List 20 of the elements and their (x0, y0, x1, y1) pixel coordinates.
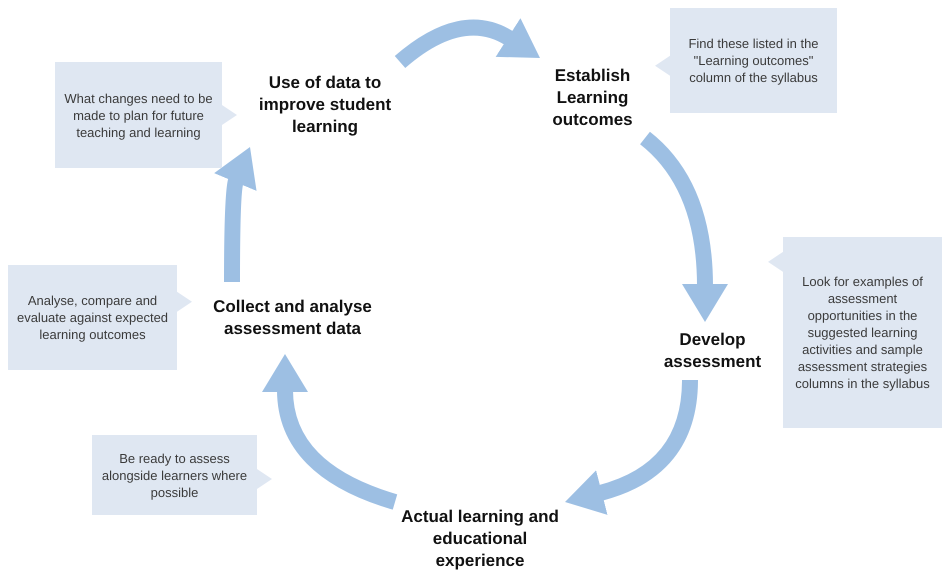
callout-text: Find these listed in the "Learning outcomes" column of the syllabus (687, 35, 820, 86)
callout-text: Analyse, compare and evaluate against expected learning outcomes (16, 292, 170, 343)
speech-bubble (92, 435, 272, 515)
step-label: Actual learning and educational experience (400, 506, 560, 572)
curved-arrow (565, 380, 698, 515)
step-label: Establish Learning outcomes (551, 65, 634, 131)
step-label: Collect and analyse assessment data (212, 296, 373, 340)
step-label: Use of data to improve student learning (258, 72, 392, 138)
speech-bubble (55, 62, 237, 168)
curved-arrow (394, 18, 542, 68)
curved-arrow (640, 132, 728, 322)
speech-bubble (655, 8, 837, 113)
callout-text: Look for examples of assessment opportunities in the suggested learning activities and sample assessment strategies columns in the syllabus (794, 273, 931, 392)
curved-arrow (262, 354, 398, 510)
speech-bubble (8, 265, 192, 370)
callout-text: What changes need to be made to plan for future teaching and learning (63, 90, 214, 140)
curved-arrow (213, 146, 258, 282)
speech-bubble (768, 237, 942, 428)
callout-text: Be ready to assess alongside learners where possible (100, 450, 248, 500)
step-label: Develop assessment (662, 329, 762, 373)
